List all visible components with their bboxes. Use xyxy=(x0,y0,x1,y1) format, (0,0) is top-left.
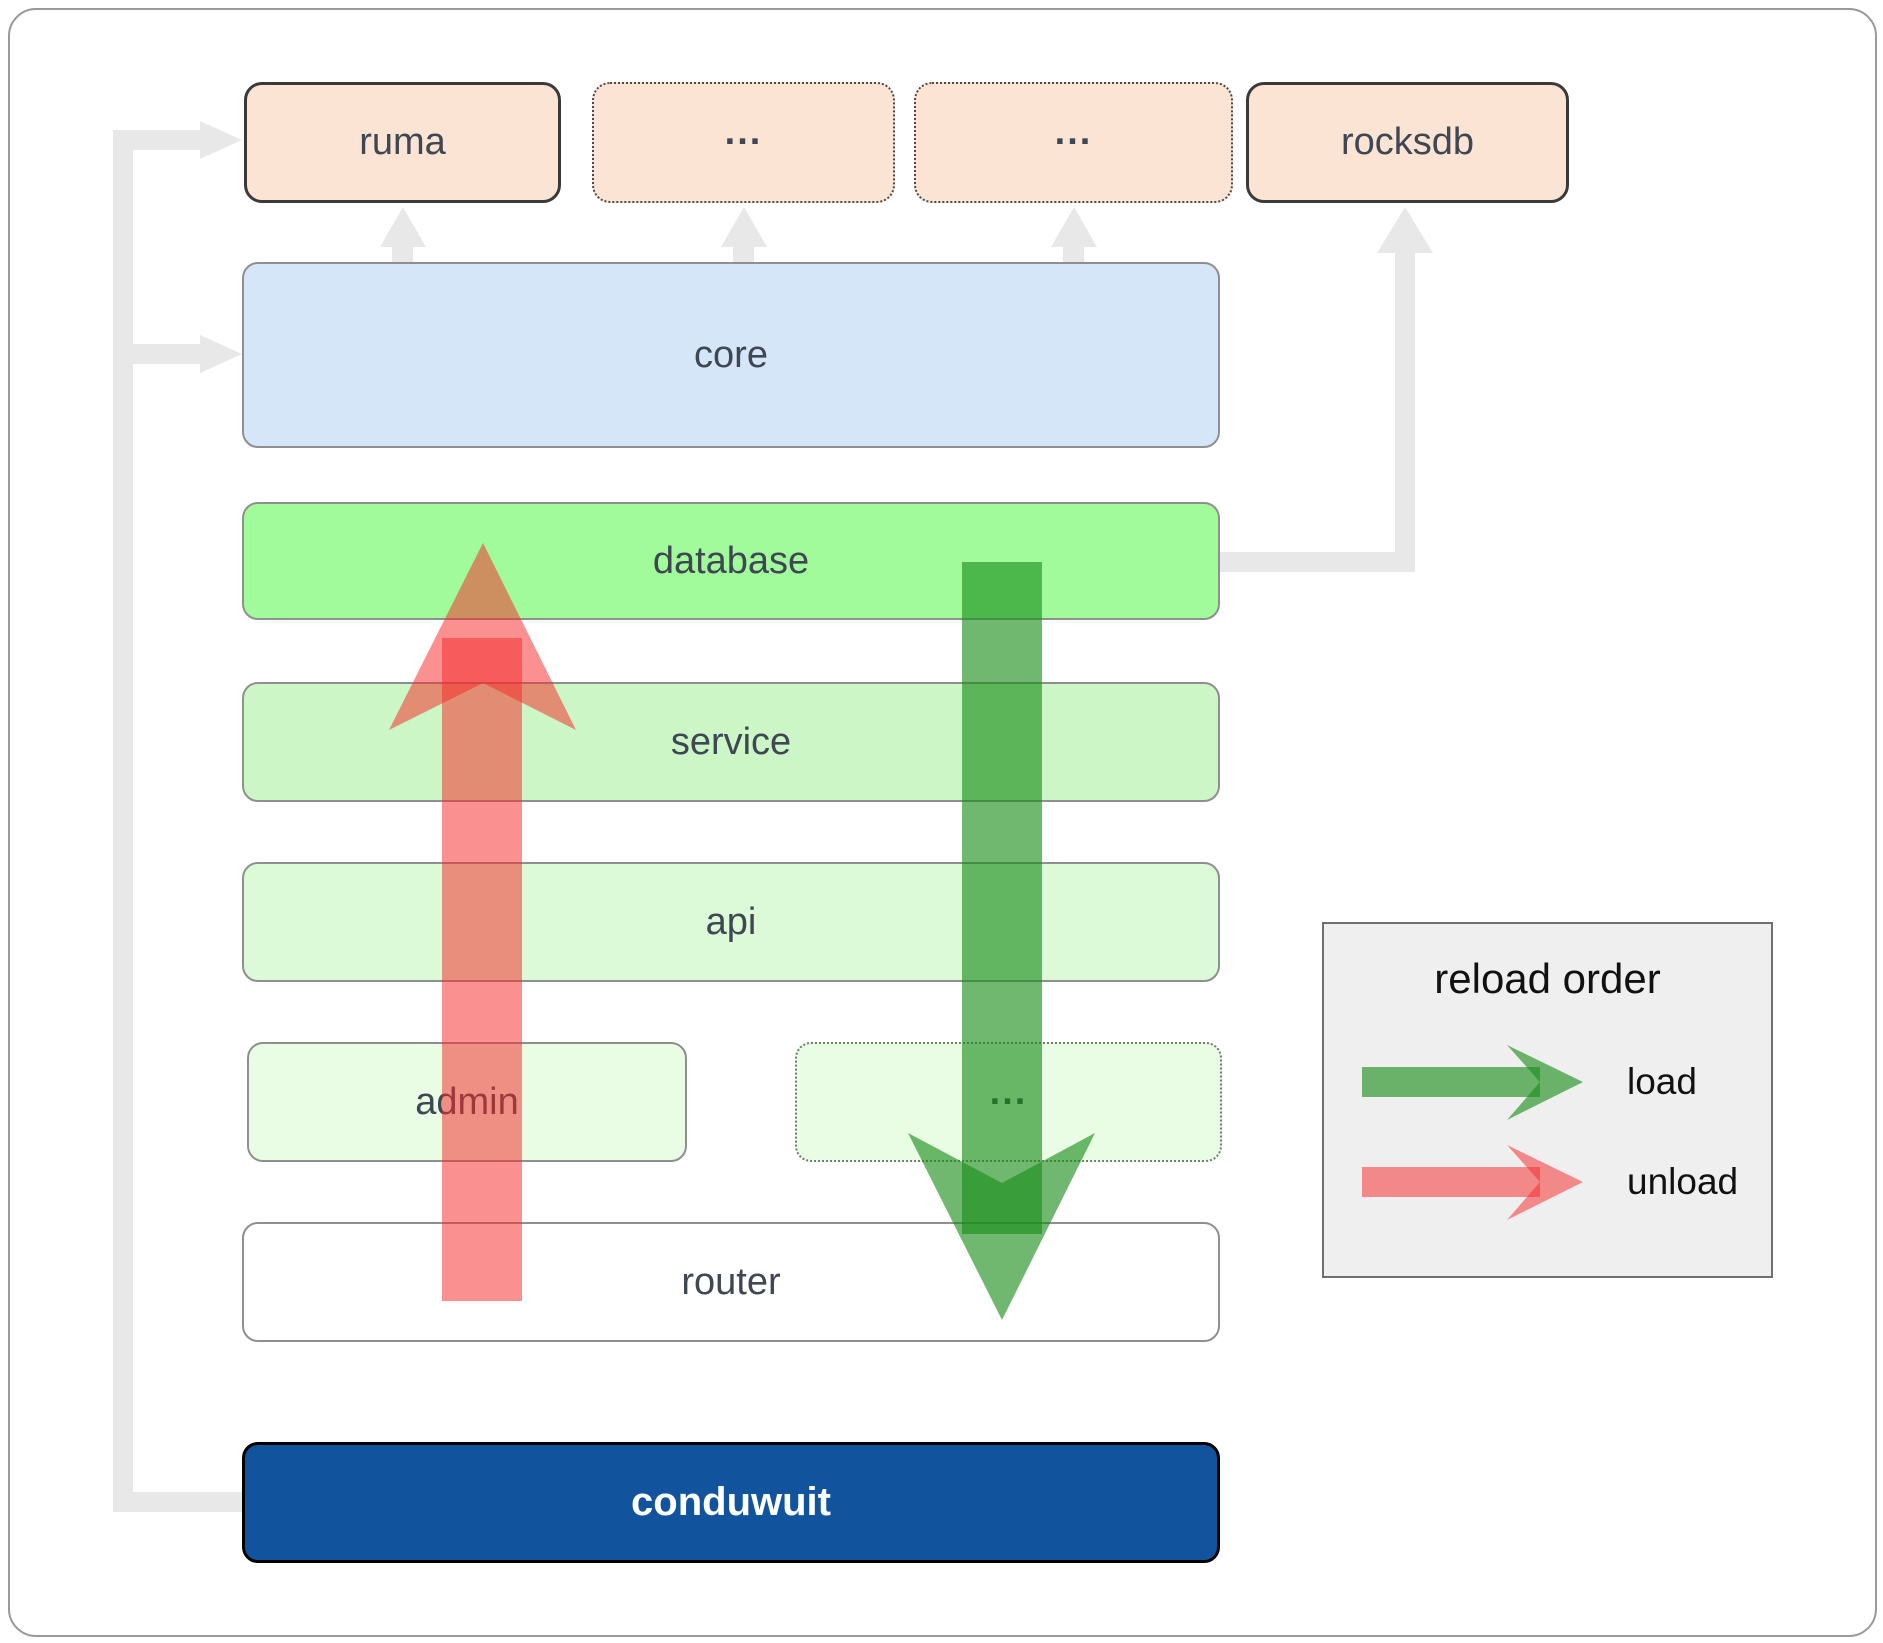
connector-core-to-ext2 xyxy=(1063,245,1084,262)
box-conduwuit-label: conduwuit xyxy=(631,1480,831,1524)
box-ellipsis-1: ... xyxy=(592,82,895,203)
box-database: database xyxy=(242,502,1220,620)
legend-load-label: load xyxy=(1627,1061,1697,1102)
box-ruma-label: ruma xyxy=(359,121,446,163)
box-ellipsis-2: ... xyxy=(914,82,1233,203)
diagram-outer-frame xyxy=(8,8,1877,1637)
connector-branch-from-conduwuit xyxy=(113,1492,244,1512)
connector-branch-to-ruma xyxy=(113,130,202,150)
legend-unload-arrow-icon xyxy=(1362,1145,1583,1220)
box-rocksdb: rocksdb xyxy=(1246,82,1569,203)
box-database-label: database xyxy=(652,539,810,582)
connector-database-to-rocksdb-vertical xyxy=(1395,250,1415,572)
connector-branch-to-core xyxy=(113,344,202,364)
legend xyxy=(1322,922,1773,1278)
legend-title: reload order xyxy=(1434,955,1661,1002)
connector-database-to-rocksdb-horizontal xyxy=(1220,552,1415,572)
connector-trunk-left xyxy=(113,130,133,1512)
box-ellipsis-2-label: ... xyxy=(1054,111,1093,153)
box-core-label: core xyxy=(694,333,768,376)
box-api: api xyxy=(242,862,1220,982)
box-rocksdb-label: rocksdb xyxy=(1340,121,1475,163)
unload-arrow-icon xyxy=(389,543,576,1301)
box-core: core xyxy=(242,262,1220,448)
box-ellipsis-1-label: ... xyxy=(724,111,763,153)
box-router-label: router xyxy=(681,1260,781,1303)
connector-core-to-ext1 xyxy=(733,245,754,262)
box-router: router xyxy=(242,1222,1220,1342)
legend-load-arrow-icon xyxy=(1362,1045,1583,1120)
box-conduwuit: conduwuit xyxy=(242,1442,1220,1563)
load-arrow-icon xyxy=(908,562,1095,1320)
legend-unload-label: unload xyxy=(1627,1161,1739,1202)
connector-core-to-ruma xyxy=(392,245,413,262)
box-service-label: service xyxy=(670,720,792,763)
box-api-label: api xyxy=(705,900,757,943)
box-ruma: ruma xyxy=(244,82,561,203)
